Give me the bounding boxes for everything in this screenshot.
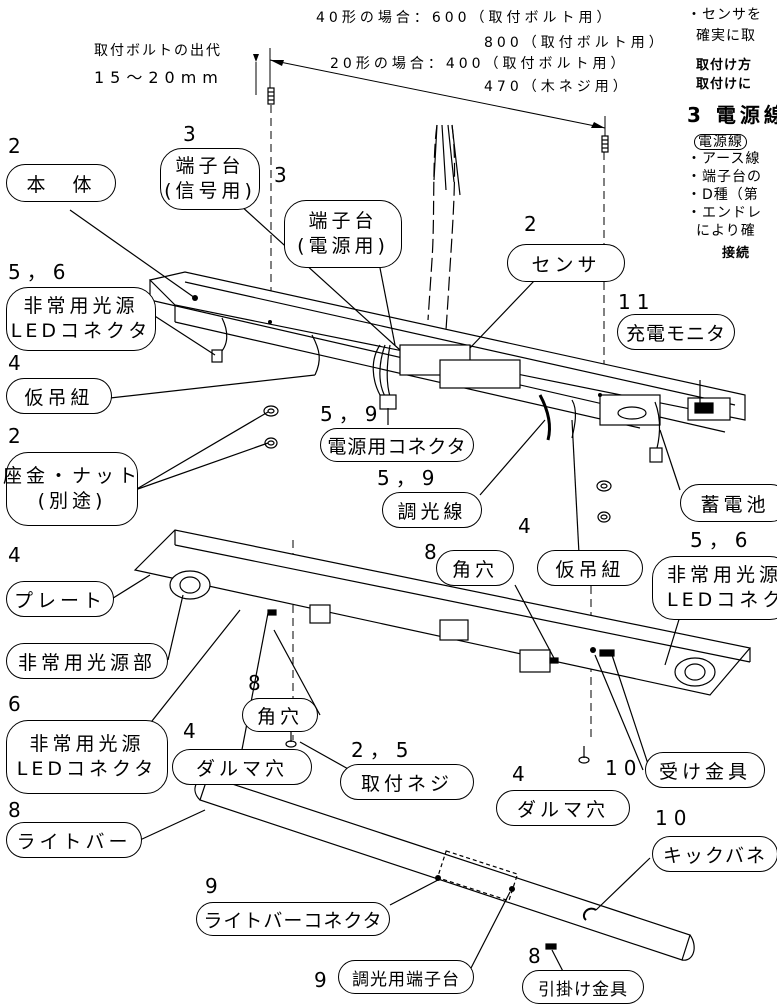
dengen-connector-number: 5，9 bbox=[320, 402, 384, 426]
side-bullet-1: 電源線 bbox=[694, 134, 747, 150]
mounting-bolt-right bbox=[601, 135, 609, 153]
side-bullet-7: 接続 bbox=[722, 246, 751, 261]
bolt-note-value: 15～20mm bbox=[94, 68, 224, 87]
chokou-tanshi-label: 調光用端子台 bbox=[338, 960, 474, 994]
kakuana-top-label: 角穴 bbox=[436, 550, 514, 586]
juden-monita-number: 11 bbox=[618, 290, 656, 314]
spec-20-line2: 470（木ネジ用） bbox=[484, 79, 631, 95]
side-bullet-3: ・端子台の bbox=[687, 169, 762, 185]
karitsuri-mid-label: 仮吊紐 bbox=[537, 550, 643, 586]
tanshi-shingo-number: 3 bbox=[183, 122, 202, 146]
kakuana-top-number: 8 bbox=[424, 540, 443, 564]
hikkake-number: 8 bbox=[528, 944, 547, 968]
spec-40-line1: 40形の場合：600（取付ボルト用） bbox=[316, 10, 615, 26]
tanshi-shingo-label: 端子台(信号用) bbox=[160, 148, 260, 210]
chokousen-number: 5，9 bbox=[377, 466, 441, 490]
side-bullet-4: ・D種（第 bbox=[687, 187, 759, 203]
mounting-bolt-left bbox=[267, 87, 275, 105]
daruma-right-label: ダルマ穴 bbox=[496, 790, 630, 826]
main-body bbox=[148, 271, 746, 433]
karitsuri-left-label: 仮吊紐 bbox=[6, 378, 112, 414]
spec-40-line2: 800（取付ボルト用） bbox=[484, 35, 667, 51]
plate bbox=[133, 529, 752, 696]
side-bullet-2: ・アース線 bbox=[687, 151, 761, 167]
hikkake-label: 引掛け金具 bbox=[522, 970, 644, 1004]
tanshi-dengen-number: 3 bbox=[274, 163, 293, 187]
karitsuri-mid-number: 4 bbox=[518, 514, 537, 538]
chokousen-label: 調光線 bbox=[382, 492, 482, 528]
toritsuke-neji-number: 2，5 bbox=[351, 738, 415, 762]
light-bar-number: 8 bbox=[8, 798, 27, 822]
leader-lines bbox=[69, 204, 701, 986]
lightbar-connector-label: ライトバーコネクタ bbox=[196, 902, 390, 936]
sensa-label: センサ bbox=[507, 244, 625, 282]
side-note-4: 取付けに bbox=[696, 77, 753, 92]
side-note-1: ・センサを bbox=[687, 7, 762, 23]
hontai-number: 2 bbox=[8, 134, 27, 158]
plate-number: 4 bbox=[8, 543, 27, 567]
dengen-connector-label: 電源用コネクタ bbox=[320, 428, 474, 462]
internal-cables bbox=[211, 317, 663, 463]
kick-bane-label: キックバネ bbox=[652, 836, 777, 872]
side-bullet-5: ・エンドレ bbox=[687, 205, 762, 221]
toritsuke-neji-label: 取付ネジ bbox=[340, 764, 474, 800]
daruma-left-label: ダルマ穴 bbox=[172, 749, 312, 785]
chokou-tanshi-number: 9 bbox=[314, 968, 333, 992]
section-heading: 3 電源線 bbox=[687, 103, 777, 127]
ukekanagu-number: 10 bbox=[605, 756, 643, 780]
kakuana-bottom-label: 角穴 bbox=[242, 698, 318, 732]
hijo-kogenbu-label: 非常用光源部 bbox=[6, 643, 168, 679]
ukekanagu-label: 受け金具 bbox=[645, 752, 765, 788]
light-bar-label: ライトバー bbox=[6, 822, 142, 858]
hijo-led-right-number: 5，6 bbox=[690, 528, 754, 552]
hijo-led-left-number: 6 bbox=[8, 692, 27, 716]
hijo-led-top-number: 5，6 bbox=[8, 260, 72, 284]
karitsuri-left-number: 4 bbox=[8, 351, 27, 375]
washer-nut-set bbox=[263, 405, 612, 523]
plate-label: プレート bbox=[6, 581, 114, 617]
side-bullet-6: により確 bbox=[696, 223, 756, 239]
chikudenchi-label: 蓄電池 bbox=[680, 484, 777, 522]
tanshi-dengen-label: 端子台(電源用) bbox=[284, 200, 402, 268]
juden-monita-label: 充電モニタ bbox=[617, 314, 735, 350]
kick-bane-number: 10 bbox=[655, 806, 693, 830]
kakuana-bottom-number: 8 bbox=[248, 671, 267, 695]
daruma-left-number: 4 bbox=[183, 719, 202, 743]
daruma-right-number: 4 bbox=[512, 762, 531, 786]
supply-wires bbox=[427, 124, 461, 361]
mounting-screws bbox=[285, 730, 590, 764]
spec-20-line1: 20形の場合：400（取付ボルト用） bbox=[330, 56, 629, 72]
sensa-number: 2 bbox=[524, 212, 543, 236]
bolt-note-title: 取付ボルトの出代 bbox=[94, 43, 222, 59]
side-note-2: 確実に取 bbox=[696, 28, 756, 44]
zagane-number: 2 bbox=[8, 424, 27, 448]
side-note-3: 取付け方 bbox=[696, 58, 753, 73]
hontai-label: 本 体 bbox=[6, 164, 116, 202]
lightbar-connector-number: 9 bbox=[205, 874, 224, 898]
zagane-label: 座金・ナット(別途) bbox=[3, 452, 138, 526]
